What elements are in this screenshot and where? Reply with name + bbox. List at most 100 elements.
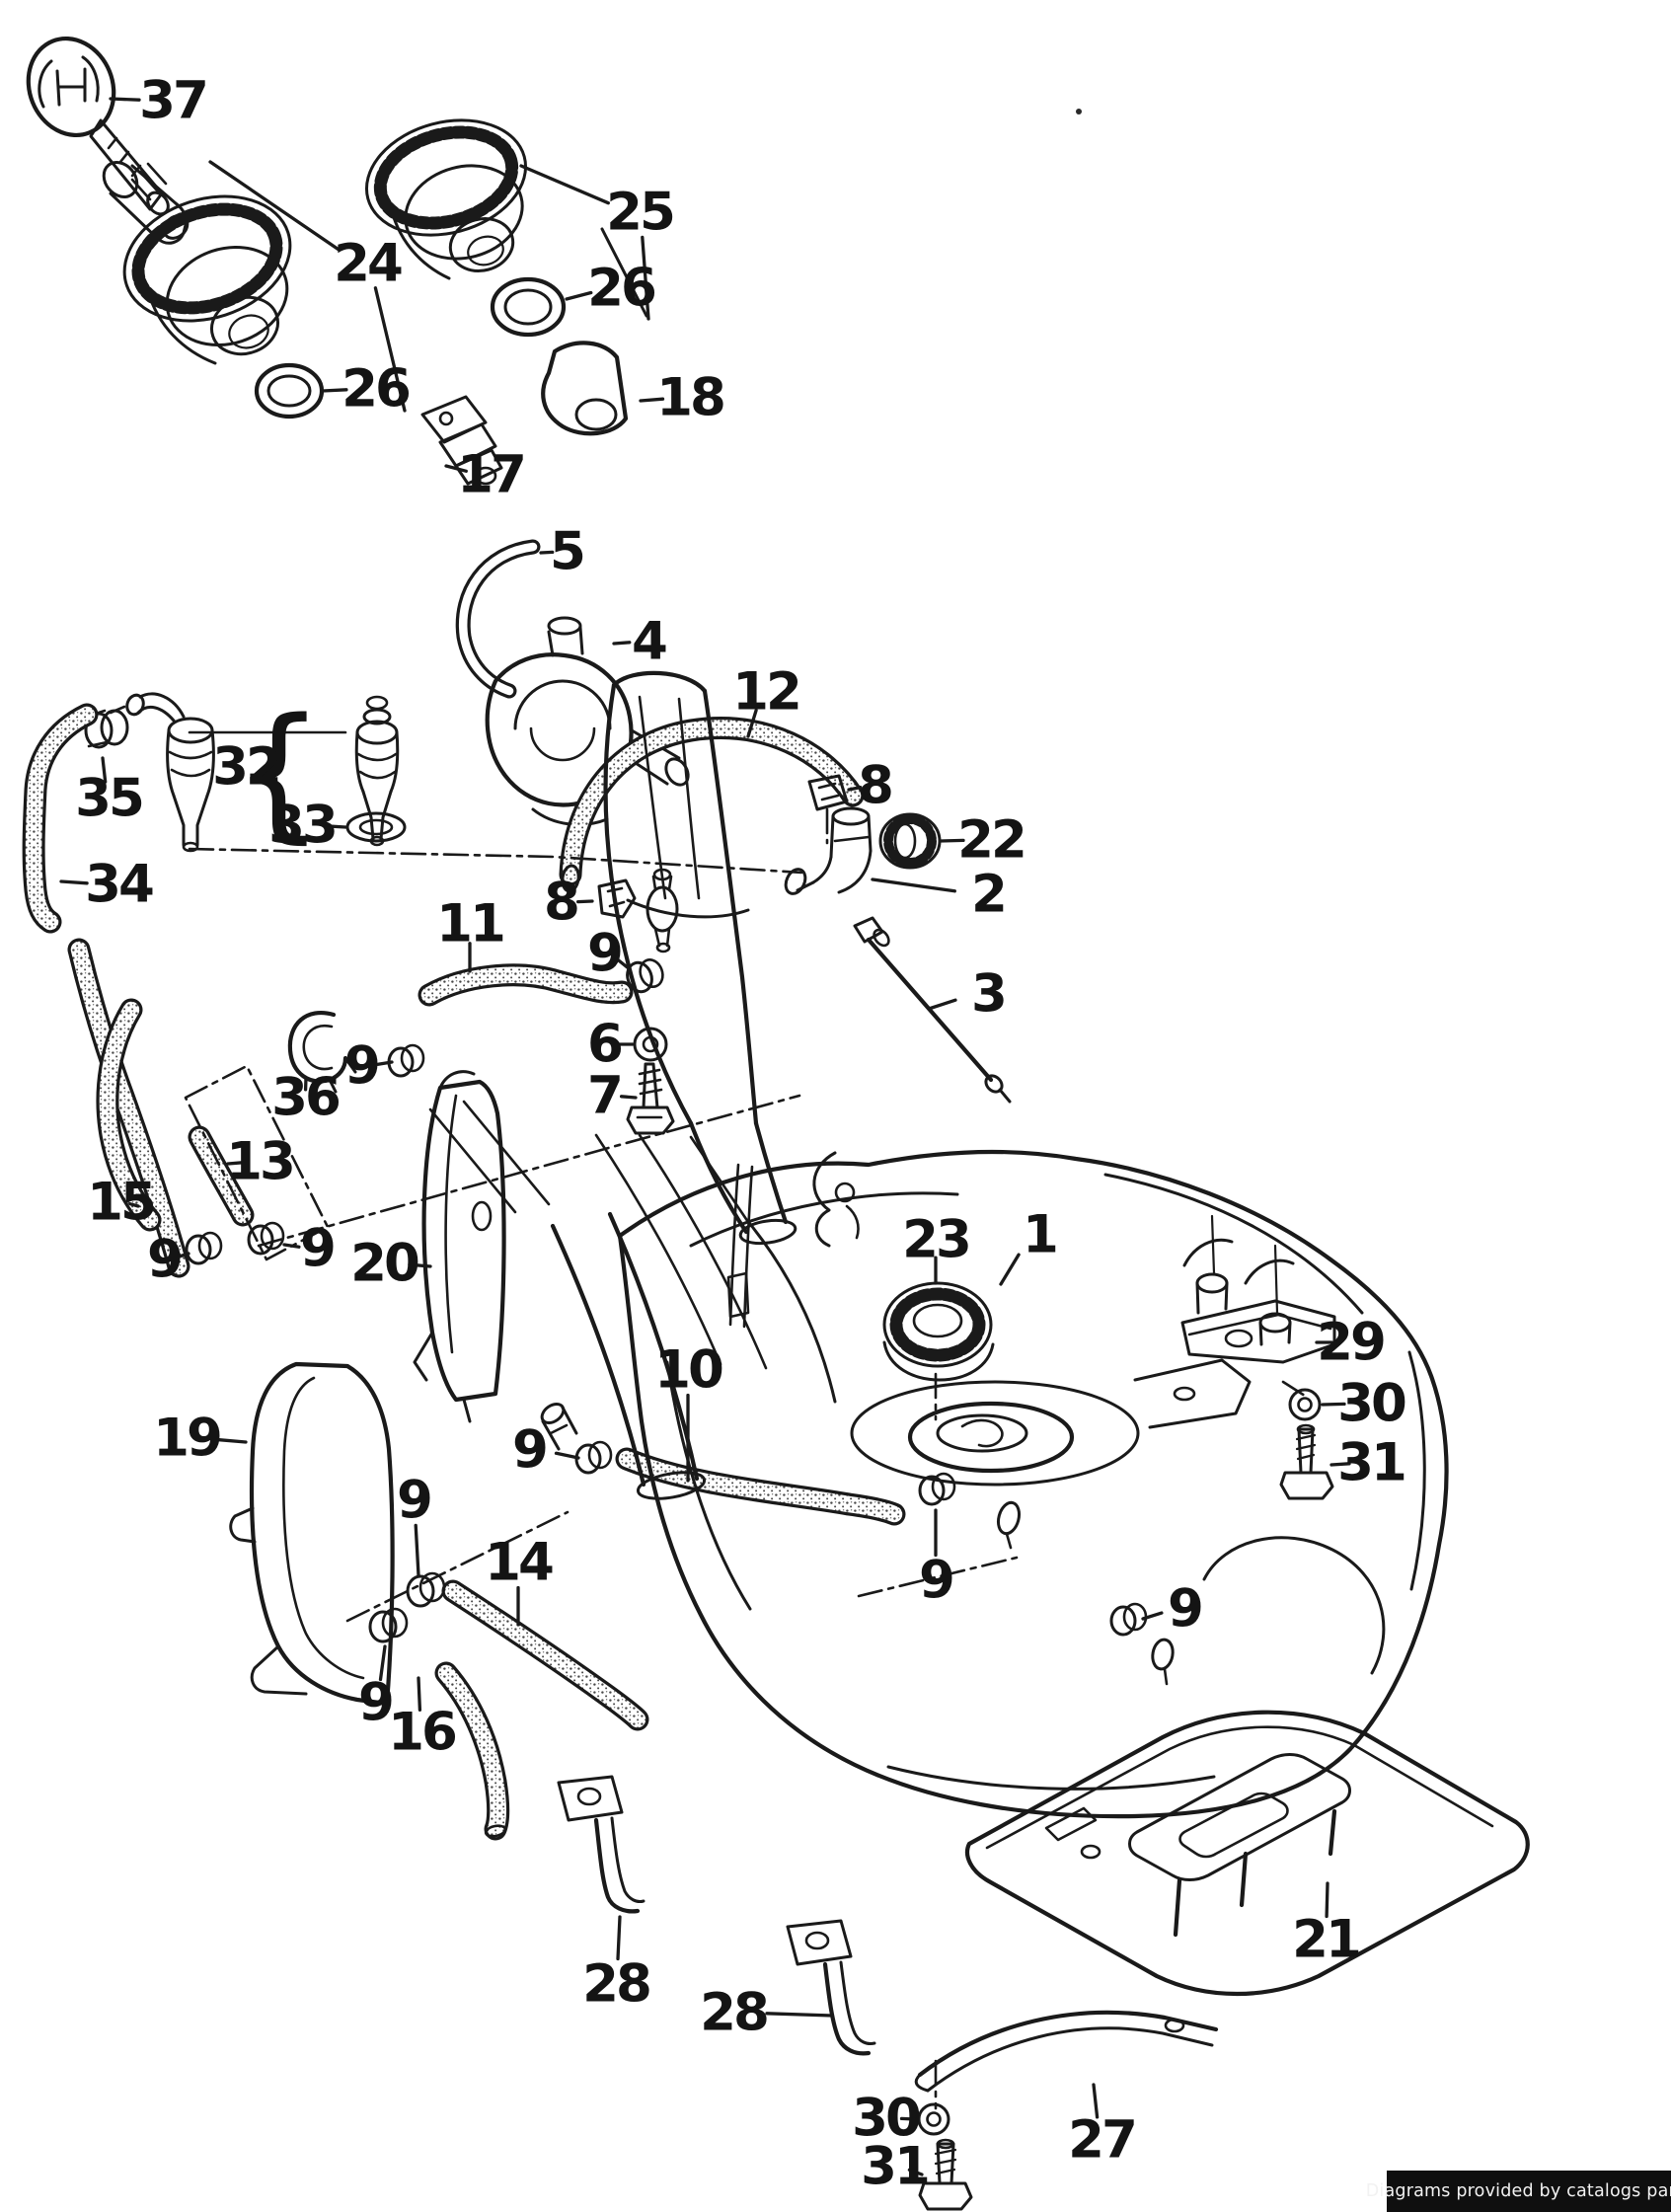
- leader-line: [217, 1438, 248, 1444]
- bolt-31-right: [1279, 1423, 1334, 1500]
- leader-line: [765, 2012, 834, 2018]
- callout-9: 9: [147, 1230, 181, 1290]
- leader-line: [226, 1161, 245, 1166]
- leader-line: [208, 160, 342, 252]
- hose-13: [188, 1125, 255, 1227]
- callout-12: 12: [732, 662, 799, 723]
- bracket-29: [1180, 1214, 1336, 1364]
- credit-text: Diagrams provided by catalogs parts: [1365, 2181, 1671, 2201]
- leader-line: [519, 164, 610, 205]
- heat-shield-19: [229, 1361, 395, 1707]
- callout-32: 32: [212, 737, 279, 798]
- pipe-stub: [540, 1402, 578, 1451]
- support-rail-27: [914, 2010, 1219, 2093]
- leader-line: [539, 550, 555, 555]
- callout-2: 2: [971, 865, 1005, 925]
- callout-30: 30: [852, 2089, 920, 2149]
- callout-30: 30: [1337, 1374, 1405, 1434]
- leader-line: [101, 756, 108, 784]
- leader-line: [554, 1451, 580, 1460]
- elbow-2: [784, 806, 873, 895]
- decorative-glyphs: {: [232, 687, 325, 857]
- credit-bar: Diagrams provided by catalogs parts: [1366, 2171, 1671, 2212]
- leader-line: [444, 464, 468, 473]
- filler-neck: [550, 670, 798, 1500]
- callout-9: 9: [300, 1219, 334, 1279]
- hose-15: [96, 998, 162, 1232]
- leader-line: [128, 1202, 140, 1208]
- callout-26: 26: [342, 359, 410, 420]
- fuel-cap-25: [364, 118, 528, 280]
- callout-23: 23: [902, 1210, 969, 1270]
- callout-8: 8: [544, 873, 577, 933]
- leader-line: [59, 879, 89, 885]
- callout-9: 9: [919, 1551, 952, 1611]
- leader-line: [1329, 1462, 1351, 1467]
- hose-clamp-9: [185, 1231, 223, 1265]
- leader-line: [1325, 1881, 1329, 1919]
- leader-line: [1092, 2083, 1100, 2119]
- hose-clamp-9: [368, 1607, 409, 1643]
- hose-12: [559, 717, 865, 893]
- breather-valve-32a: [125, 692, 215, 853]
- callout-9: 9: [397, 1471, 430, 1531]
- union-nut-22: [878, 812, 942, 870]
- seal-ring-26-right: [490, 276, 567, 338]
- screw-7: [626, 1062, 675, 1135]
- spring-clip-36: [287, 1011, 357, 1094]
- callout-26: 26: [587, 259, 655, 319]
- leader-line: [927, 998, 957, 1011]
- callout-5: 5: [550, 522, 583, 582]
- body-sketch-lines: [428, 109, 1082, 1370]
- callout-16: 16: [388, 1703, 456, 1763]
- leader-line: [575, 899, 594, 904]
- leader-line: [1321, 1402, 1346, 1407]
- callout-35: 35: [75, 769, 142, 829]
- hose-clamp-9: [387, 1043, 425, 1078]
- callout-13: 13: [226, 1132, 293, 1192]
- callout-31: 31: [1337, 1433, 1405, 1493]
- leader-line: [321, 388, 348, 393]
- callout-25-bracket-tail: [600, 227, 648, 318]
- vent-hose-5: [455, 539, 541, 699]
- callout-28: 28: [582, 1954, 649, 2015]
- callout-4: 4: [632, 612, 666, 672]
- washer-30-right: [1288, 1388, 1322, 1421]
- callout-15: 15: [87, 1173, 154, 1233]
- callout-19: 19: [153, 1409, 220, 1469]
- callout-6: 6: [587, 1015, 622, 1075]
- callout-36: 36: [271, 1068, 340, 1128]
- leader-line: [373, 286, 407, 413]
- leader-line: [414, 1523, 420, 1577]
- callout-28: 28: [700, 1983, 767, 2043]
- leader-line: [939, 838, 965, 843]
- leader-line: [417, 1676, 422, 1712]
- callout-11: 11: [436, 894, 503, 954]
- callout-18: 18: [656, 368, 723, 428]
- leader-lines: [59, 97, 1351, 2176]
- hose-clamp-9: [918, 1472, 1022, 1550]
- callout-8: 8: [858, 756, 891, 816]
- callout-21: 21: [1292, 1910, 1359, 1970]
- leader-line: [616, 1915, 622, 1961]
- hose-14: [441, 1579, 649, 1731]
- filler-cap-23: [882, 1281, 995, 1382]
- leader-line: [999, 1253, 1021, 1286]
- brace-glyph: {: [232, 687, 325, 857]
- datum-lines: [184, 807, 1307, 2110]
- callout-31: 31: [861, 2137, 928, 2197]
- callout-20: 20: [350, 1234, 418, 1294]
- callout-3: 3: [971, 964, 1005, 1025]
- leader-line: [612, 641, 632, 646]
- callout-29: 29: [1317, 1313, 1384, 1373]
- leader-line: [376, 1060, 394, 1066]
- callout-34: 34: [85, 855, 153, 915]
- leader-line: [746, 708, 758, 738]
- callout-14: 14: [485, 1533, 553, 1593]
- leader-line: [408, 1262, 432, 1268]
- rubber-boot-18: [541, 341, 629, 436]
- leader-line: [324, 824, 347, 829]
- leader-line: [378, 1644, 387, 1682]
